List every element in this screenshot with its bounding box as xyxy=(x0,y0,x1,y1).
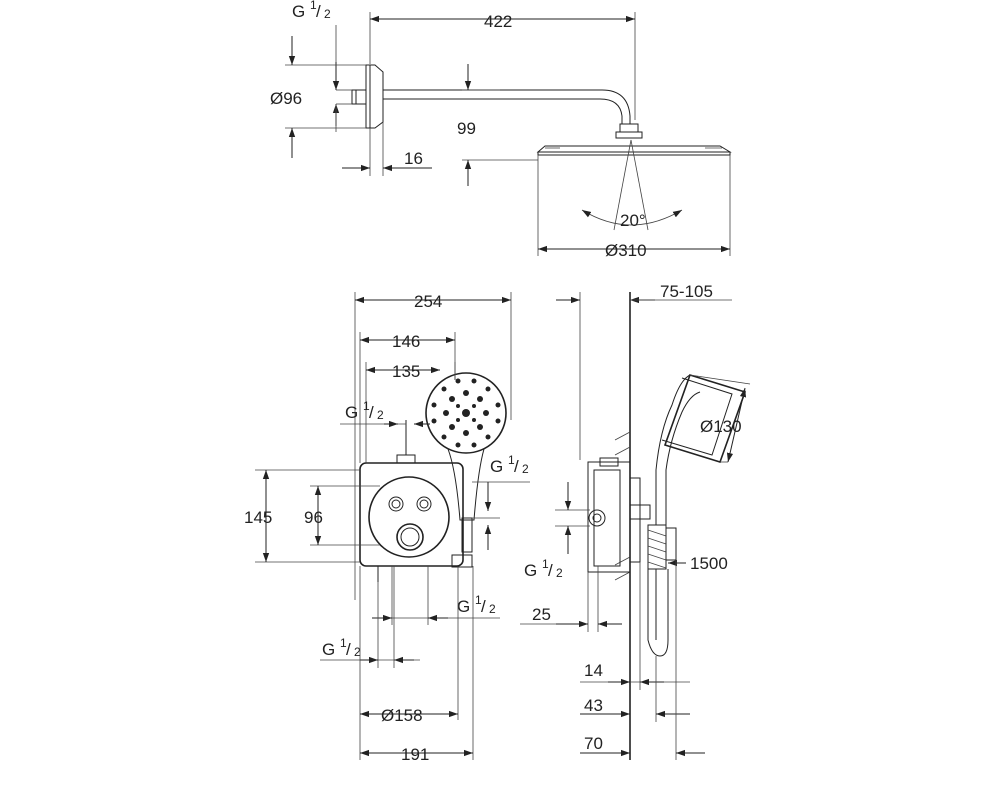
top-view: 20° 422 G 1 / 2 Ø96 99 xyxy=(270,0,732,260)
svg-text:/: / xyxy=(514,457,519,476)
hand-shower-side xyxy=(647,374,747,657)
dim-96: 96 xyxy=(304,508,323,527)
svg-text:2: 2 xyxy=(489,602,496,616)
svg-text:1: 1 xyxy=(542,557,549,571)
wall-hatching xyxy=(614,431,631,581)
svg-text:1: 1 xyxy=(340,636,347,650)
thread-label-valve-right: G 1 / 2 xyxy=(490,453,529,476)
svg-text:/: / xyxy=(548,561,553,580)
svg-text:2: 2 xyxy=(354,645,361,659)
side-view: 75-105 Ø130 1500 G 1 / 2 25 14 xyxy=(520,282,751,760)
svg-text:2: 2 xyxy=(522,462,529,476)
dim-75-105: 75-105 xyxy=(660,282,713,301)
dim-16: 16 xyxy=(404,149,423,168)
dim-43: 43 xyxy=(584,696,603,715)
head-shower xyxy=(536,145,732,156)
thread-label-side: G 1 / 2 xyxy=(524,557,563,580)
wall-flange xyxy=(351,64,384,129)
dim-dia310: Ø310 xyxy=(605,241,647,260)
hand-shower-front xyxy=(425,372,507,521)
svg-text:1: 1 xyxy=(508,453,515,467)
svg-text:2: 2 xyxy=(556,566,563,580)
dim-70: 70 xyxy=(584,734,603,753)
dim-146: 146 xyxy=(392,332,420,351)
front-view: 254 146 135 G 1 / 2 G 1 / 2 xyxy=(244,292,530,764)
dim-145: 145 xyxy=(244,508,272,527)
thread-label-top: G 1 / 2 xyxy=(292,0,331,21)
nozzle-pattern xyxy=(431,378,501,448)
dim-99: 99 xyxy=(457,119,476,138)
valve-side xyxy=(587,457,651,573)
dim-dia96: Ø96 xyxy=(270,89,302,108)
thread-label-valve-bottom-left: G 1 / 2 xyxy=(322,636,361,659)
svg-text:G: G xyxy=(322,640,335,659)
svg-text:G: G xyxy=(292,2,305,21)
angle-label: 20° xyxy=(620,211,646,230)
dim-25: 25 xyxy=(532,605,551,624)
svg-text:/: / xyxy=(481,597,486,616)
dim-191: 191 xyxy=(401,745,429,764)
dim-14: 14 xyxy=(584,661,603,680)
svg-text:1: 1 xyxy=(475,593,482,607)
svg-text:G: G xyxy=(524,561,537,580)
svg-text:/: / xyxy=(369,403,374,422)
shower-arm xyxy=(383,89,643,139)
svg-text:/: / xyxy=(346,640,351,659)
dim-254: 254 xyxy=(414,292,442,311)
svg-text:2: 2 xyxy=(324,7,331,21)
svg-text:1: 1 xyxy=(363,399,370,413)
svg-text:G: G xyxy=(490,457,503,476)
thread-label-valve-top: G 1 / 2 xyxy=(345,399,384,422)
dim-422: 422 xyxy=(484,12,512,31)
svg-text:G: G xyxy=(457,597,470,616)
dim-1500: 1500 xyxy=(690,554,728,573)
svg-text:1: 1 xyxy=(310,0,317,12)
thread-label-valve-bottom-right: G 1 / 2 xyxy=(457,593,496,616)
svg-text:/: / xyxy=(316,2,321,21)
dim-135: 135 xyxy=(392,362,420,381)
svg-text:2: 2 xyxy=(377,408,384,422)
valve-box xyxy=(359,420,473,582)
dim-dia158: Ø158 xyxy=(381,706,423,725)
dim-dia130: Ø130 xyxy=(700,417,742,436)
svg-text:G: G xyxy=(345,403,358,422)
